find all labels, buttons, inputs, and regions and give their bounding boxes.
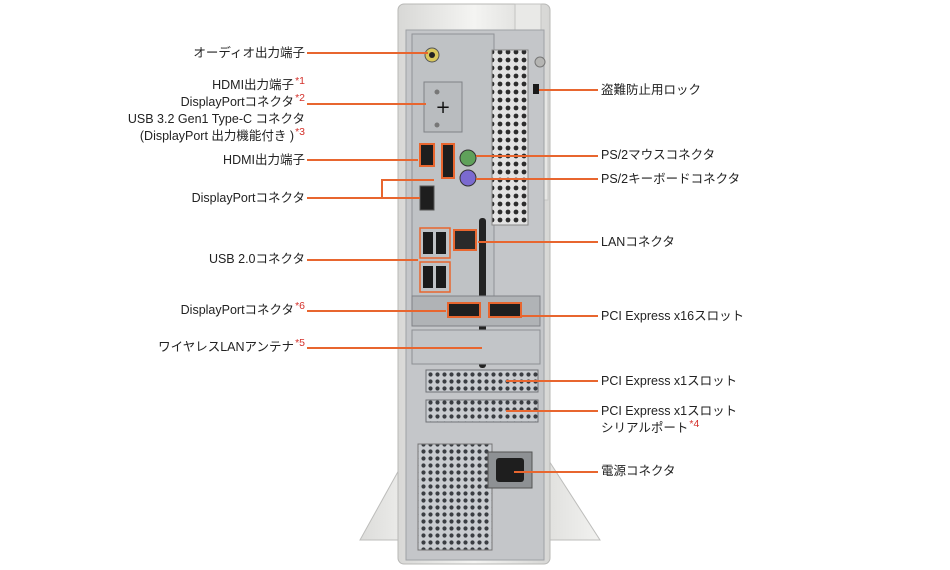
displayport-port xyxy=(419,185,435,211)
note-mark: *3 xyxy=(295,125,305,138)
usb-stack-1 xyxy=(419,227,451,259)
label-ps2-keyboard: PS/2キーボードコネクタ xyxy=(601,172,741,186)
pcie-x1-b-bracket xyxy=(425,399,539,423)
ps2-mouse-port xyxy=(459,149,477,167)
note-mark: *2 xyxy=(295,91,305,104)
security-lock-slot xyxy=(533,84,539,94)
label-pcie-x1-a: PCI Express x1スロット xyxy=(601,374,738,388)
label-usb2: USB 2.0コネクタ xyxy=(208,252,305,266)
label-pcie-x16: PCI Express x16スロット xyxy=(601,309,745,323)
label-wlan-antenna: ワイヤレスLANアンテナ*5 xyxy=(158,336,305,354)
label-hdmi: HDMI出力端子 xyxy=(223,153,305,167)
svg-text:+: + xyxy=(435,97,450,118)
ps2-keyboard-port xyxy=(459,169,477,187)
label-hdmi-dp-usbc: HDMI出力端子*1 DisplayPortコネクタ*2 USB 3.2 Gen… xyxy=(127,74,305,143)
psu-vent xyxy=(417,443,493,551)
note-mark: *1 xyxy=(295,74,305,87)
power-socket xyxy=(496,458,524,482)
label-ps2-mouse: PS/2マウスコネクタ xyxy=(601,148,716,162)
top-handle xyxy=(514,3,542,35)
usb-stack-2 xyxy=(419,261,451,293)
dp-port-a xyxy=(447,302,481,318)
note-mark: *4 xyxy=(689,417,700,430)
lan-port xyxy=(453,229,477,251)
hdmi-port xyxy=(419,143,435,167)
io-vent xyxy=(491,49,529,226)
label-displayport: DisplayPortコネクタ xyxy=(191,191,305,205)
dp-port-upper xyxy=(441,143,455,179)
label-audio: オーディオ出力端子 xyxy=(193,46,305,60)
label-power: 電源コネクタ xyxy=(601,464,676,478)
label-pcie-x1-b: PCI Express x1スロット シリアルポート*4 xyxy=(601,404,738,435)
dp-port-b xyxy=(488,302,522,318)
note-mark: *5 xyxy=(295,336,305,349)
pcie-x1-a-bracket xyxy=(425,369,539,393)
option-port-plate xyxy=(423,81,463,133)
label-lock: 盗難防止用ロック xyxy=(601,83,702,97)
label-lan: LANコネクタ xyxy=(601,235,675,249)
note-mark: *6 xyxy=(295,299,305,312)
label-displayport-6: DisplayPortコネクタ*6 xyxy=(180,299,305,317)
